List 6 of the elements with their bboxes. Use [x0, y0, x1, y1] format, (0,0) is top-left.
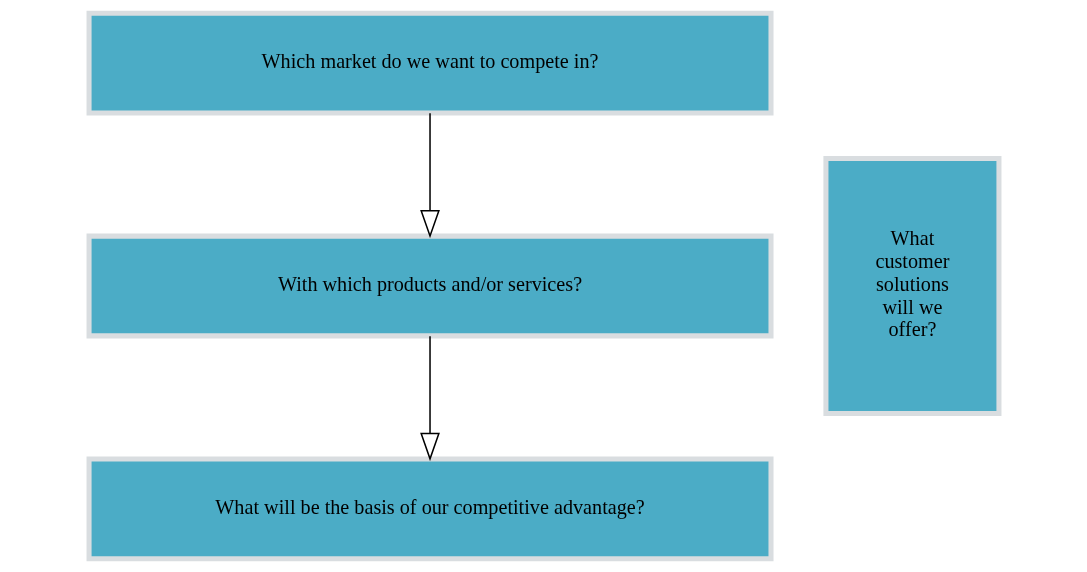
- arrow: [419, 112, 440, 239]
- node-box: What customer solutions will we offer?: [822, 155, 1001, 417]
- arrow: [419, 335, 440, 462]
- node-box: Which market do we want to compete in?: [86, 10, 774, 116]
- node-box: What will be the basis of our competitive advantage?: [86, 456, 774, 562]
- node-box: With which products and/or services?: [86, 233, 774, 339]
